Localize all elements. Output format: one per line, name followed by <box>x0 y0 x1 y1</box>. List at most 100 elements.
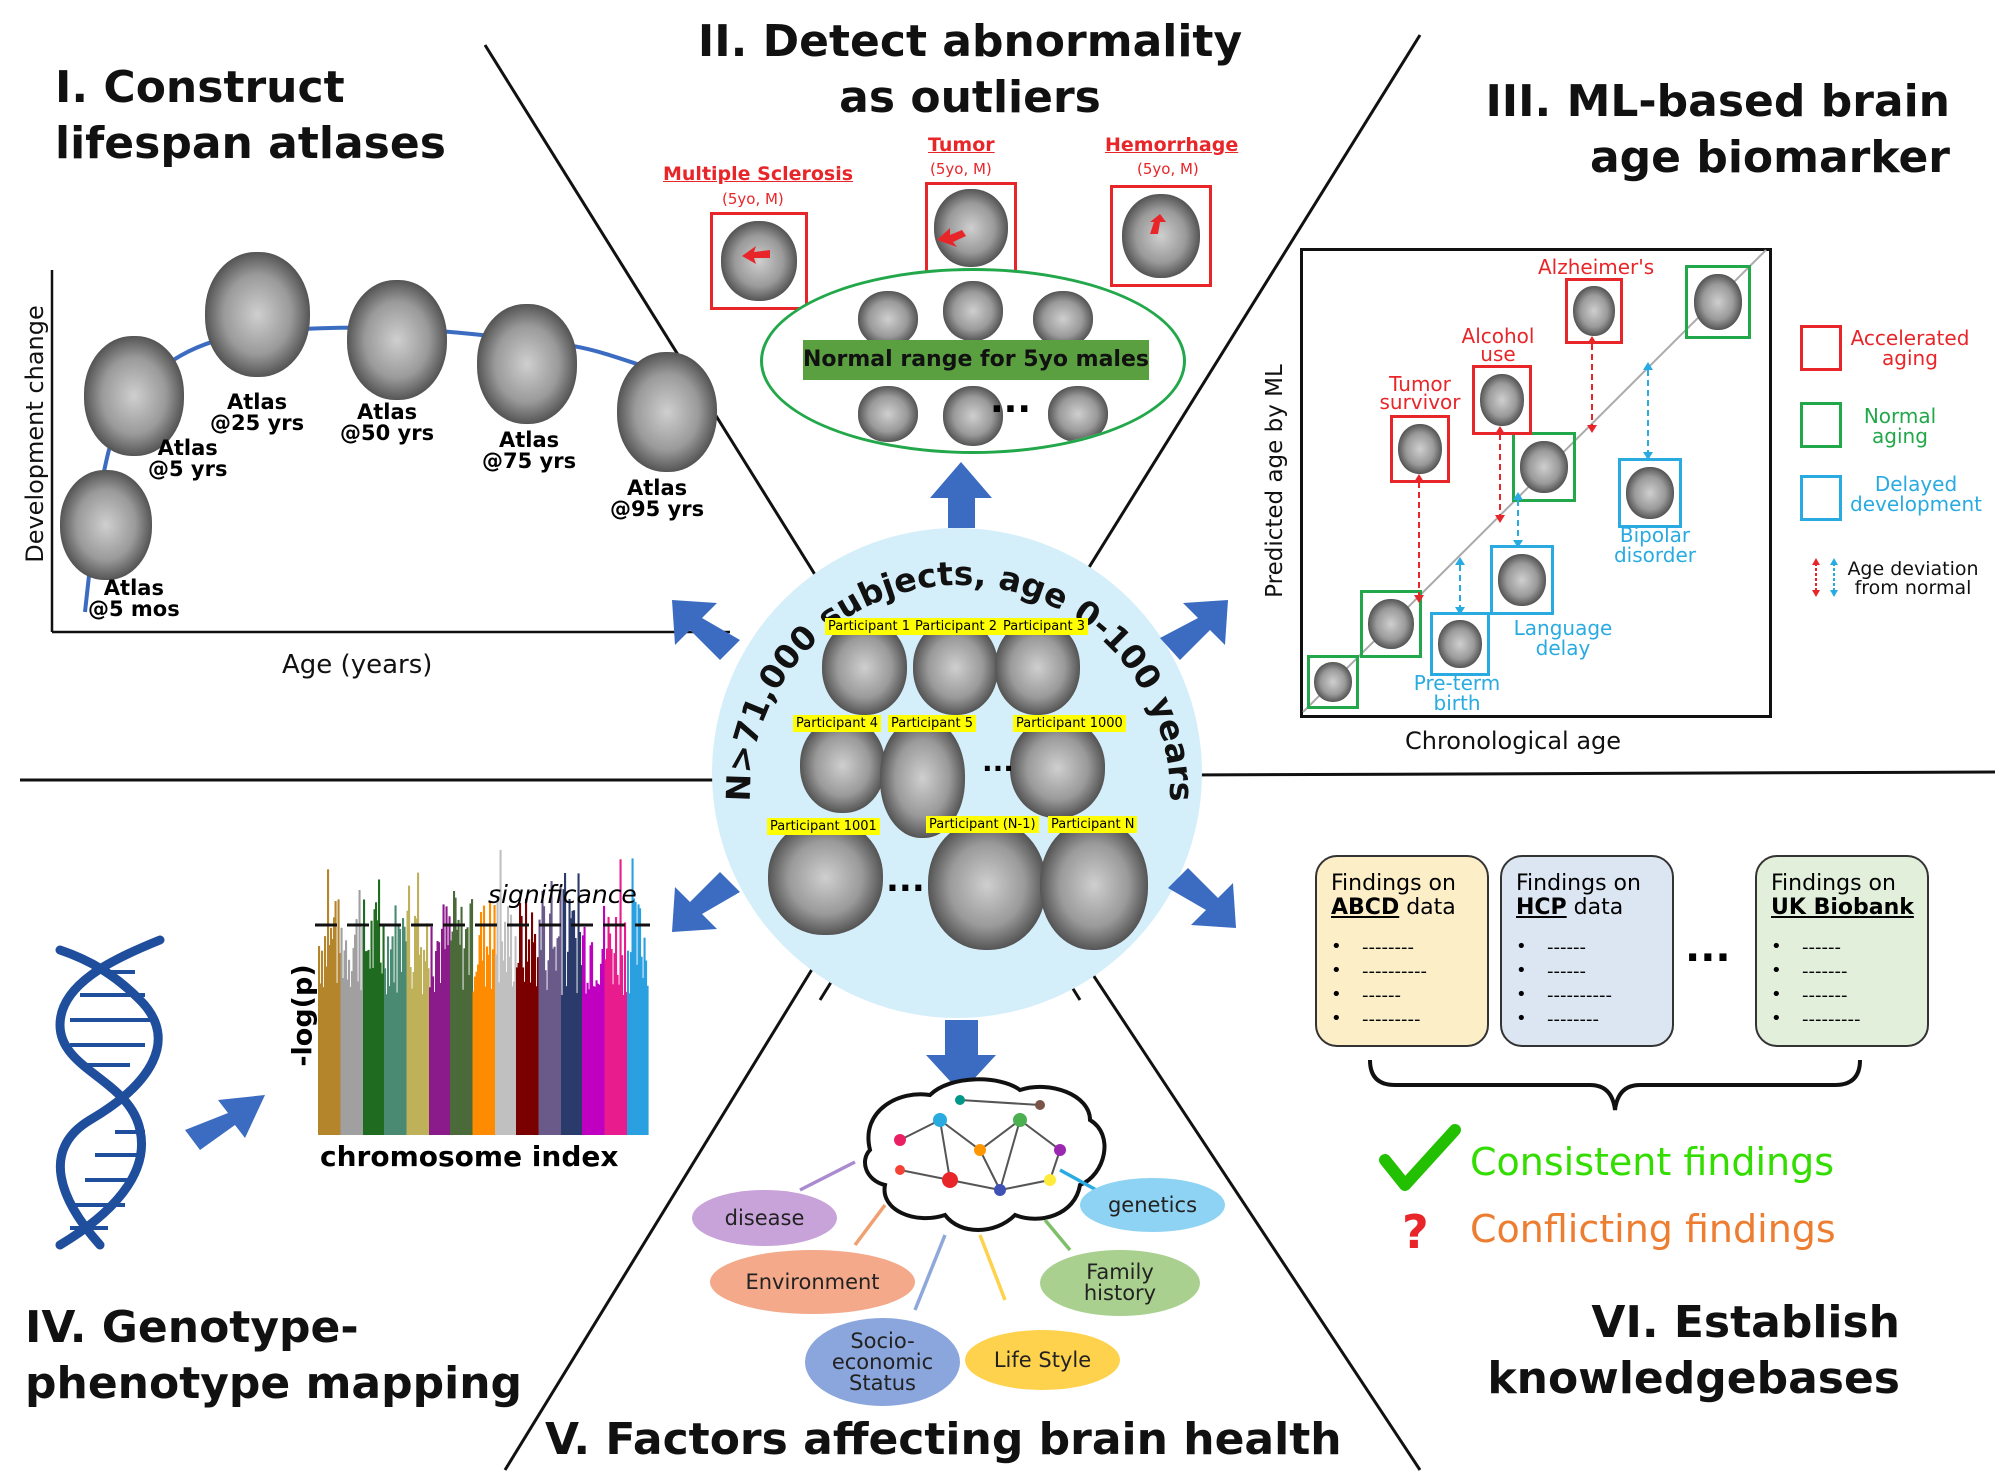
atlas-label-5mos: Atlas @5 mos <box>88 576 180 621</box>
gwas-bar <box>433 992 436 1135</box>
gwas-bar <box>334 901 337 1135</box>
participant-tag-5: Participant 5 <box>888 715 976 732</box>
gwas-bar <box>436 941 439 1135</box>
gwas-bar <box>634 901 637 1135</box>
section-title-5: V. Factors affecting brain health <box>545 1414 1342 1465</box>
atlas-label-5yrs: Atlas @5 yrs <box>148 436 228 481</box>
participant-brain-3 <box>995 620 1080 715</box>
kb-line: ------ <box>1362 985 1401 1006</box>
gwas-bar <box>444 949 447 1135</box>
arrow-up-right <box>1160 600 1228 660</box>
gwas-bar <box>574 938 577 1135</box>
arrow-dna-to-gwas <box>185 1095 265 1150</box>
gwas-bar <box>516 967 519 1135</box>
gwas-bar <box>508 956 511 1135</box>
gwas-bar <box>382 926 385 1135</box>
participant-tag-n1: Participant (N-1) <box>926 816 1039 833</box>
gwas-bar <box>577 873 580 1135</box>
gwas-bar <box>357 981 360 1135</box>
gwas-bar <box>462 989 465 1135</box>
kb-bullet: •••• <box>1331 936 1342 1029</box>
participant-brain-4 <box>800 718 885 813</box>
gwas-bar <box>429 987 432 1135</box>
gwas-bar <box>358 890 361 1135</box>
gwas-bar <box>439 983 442 1135</box>
gwas-bar <box>544 970 547 1135</box>
gwas-bar <box>493 905 496 1135</box>
gwas-bar <box>565 986 568 1135</box>
legend-deviation-label: Age deviation from normal <box>1847 558 1979 599</box>
participant-brain-n <box>1040 820 1148 950</box>
gwas-bar <box>606 948 609 1135</box>
participant-brain-1000 <box>1010 718 1105 818</box>
gwas-bar <box>609 933 612 1135</box>
kb-line: ---------- <box>1547 985 1612 1006</box>
gwas-bar <box>366 951 369 1135</box>
gwas-bar <box>547 960 550 1135</box>
gwas-bar <box>402 918 405 1135</box>
arrow-down <box>926 1020 996 1093</box>
ba-brain <box>1694 274 1742 330</box>
arrow-down-left <box>672 872 740 932</box>
normal-brain-4 <box>858 386 918 442</box>
kb-source-suffix: data <box>1566 895 1624 920</box>
gwas-bar <box>400 972 403 1135</box>
section-title-2: II. Detect abnormality as outliers <box>697 16 1243 123</box>
gwas-bar <box>586 982 589 1135</box>
gwas-bar <box>600 963 603 1135</box>
gwas-bar <box>378 879 381 1135</box>
gwas-bar <box>369 968 372 1135</box>
gwas-bar <box>393 982 396 1135</box>
ba-brain <box>1398 424 1442 474</box>
atlas-brain-95yrs <box>617 352 717 472</box>
gwas-bar <box>540 950 543 1135</box>
gwas-bar <box>435 951 438 1135</box>
ba-label-tumor: Tumor survivor <box>1379 372 1461 414</box>
normal-brain-1 <box>858 291 918 347</box>
gwas-bar <box>580 965 583 1135</box>
gwas-bar <box>391 936 394 1135</box>
gwas-bar <box>582 935 585 1135</box>
gwas-bar <box>490 988 493 1135</box>
atlas-brain-50yrs <box>347 280 447 400</box>
gwas-bar <box>411 988 414 1135</box>
section-title-6: VI. Establish knowledgebases <box>1487 1297 1900 1404</box>
gwas-bar <box>373 909 376 1135</box>
gwas-bar <box>345 940 348 1135</box>
gwas-bar <box>325 966 328 1135</box>
normal-dots: ... <box>990 380 1032 421</box>
hem-brain <box>1122 194 1200 278</box>
gwas-bar <box>639 908 642 1135</box>
gwas-bar <box>418 954 421 1135</box>
gwas-bar <box>454 897 457 1135</box>
tumor-brain <box>934 189 1008 267</box>
gwas-bar <box>481 960 484 1135</box>
ba-green-3 <box>1512 432 1576 502</box>
ba-brain <box>1573 286 1615 336</box>
gwas-bar <box>558 936 561 1135</box>
atlas-brain-25yrs <box>205 252 310 377</box>
gwas-bar <box>384 968 387 1135</box>
gwas-bar <box>372 968 375 1135</box>
kb-dots: ... <box>1685 925 1731 971</box>
factor-disease: disease <box>692 1190 837 1246</box>
gwas-bar <box>457 919 460 1135</box>
gwas-bar <box>630 952 633 1135</box>
kb-box-title: HCP data <box>1516 895 1623 920</box>
gwas-bar <box>552 948 555 1135</box>
gwas-bar <box>375 902 378 1135</box>
kb-source-name: UK Biobank <box>1771 895 1914 920</box>
atlas-xlabel: Age (years) <box>282 650 433 680</box>
kb-box-abcd: Findings on ABCD data •••• -------- ----… <box>1315 855 1489 1047</box>
ba-green-4 <box>1685 265 1751 339</box>
gwas-bar <box>592 986 595 1135</box>
gwas-bar <box>441 928 444 1135</box>
gwas-bar <box>385 994 388 1135</box>
kb-line: ------- <box>1802 961 1848 982</box>
question-icon: ? <box>1402 1205 1429 1259</box>
gwas-bar <box>510 914 513 1135</box>
ba-brain <box>1368 599 1414 649</box>
section-title-4: IV. Genotype- phenotype mapping <box>25 1302 523 1409</box>
gwas-bar <box>396 992 399 1135</box>
